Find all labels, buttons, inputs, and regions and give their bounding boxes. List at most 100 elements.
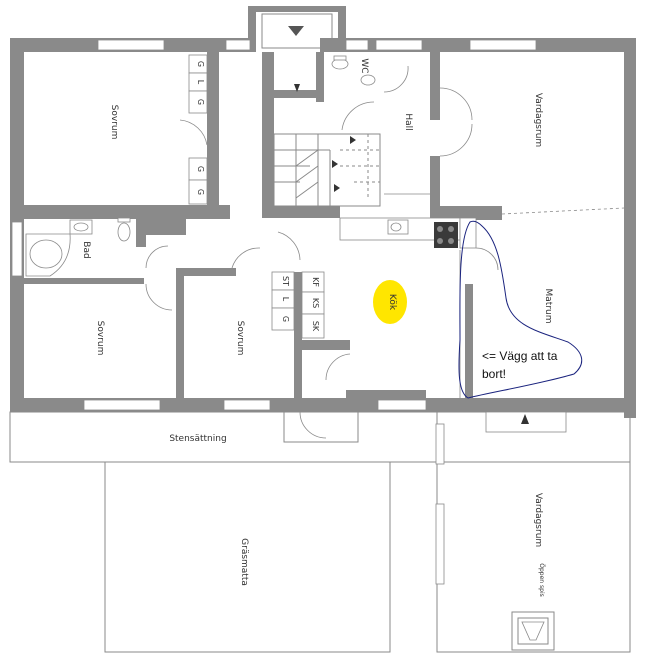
wall-hall-kitchen <box>430 206 502 220</box>
room-label-vardagsrum-1: Vardagsrum <box>533 93 543 147</box>
outer-wall-bottom <box>10 398 636 412</box>
entrance-arrow-inner <box>294 84 300 92</box>
wall-stair-left <box>262 52 274 217</box>
outer-wall-right <box>624 38 636 418</box>
wall-stair-bottom <box>262 206 340 218</box>
porch-wall-top <box>248 6 346 12</box>
entry-box <box>283 411 359 443</box>
door-bath <box>145 245 169 269</box>
fireplace <box>511 611 555 651</box>
wall-bath-step <box>146 219 186 235</box>
bathtub-basin <box>29 239 63 269</box>
window <box>377 399 427 411</box>
staircase <box>273 133 381 207</box>
wall-bedroom3-top <box>176 268 236 276</box>
room-label-stensattning: Stensättning <box>169 434 226 444</box>
window <box>223 399 271 411</box>
sink-icon <box>360 74 376 86</box>
wall-bedroom1-bottom <box>24 205 230 219</box>
room-label-oppen-spis: Öppen spis <box>538 563 545 596</box>
annotation-line-1: <= Vägg att ta <box>482 349 558 363</box>
bath-sink-basin <box>73 222 89 232</box>
stove-burner <box>437 226 443 232</box>
door-bedroom2 <box>145 283 173 311</box>
room-label-vardagsrum-2: Vardagsrum <box>533 493 543 547</box>
window <box>225 39 251 51</box>
wall-kitchen-bottom <box>294 340 350 350</box>
wall-bedroom1-right <box>207 52 219 217</box>
closet-label: G <box>281 316 290 322</box>
wall-bath-right <box>136 219 146 247</box>
closet-label: ST <box>281 276 290 286</box>
toilet-icon <box>331 58 349 70</box>
window <box>83 399 161 411</box>
closet-label: G <box>196 61 205 67</box>
wall-hall-left-lower <box>430 156 440 222</box>
room-label-wc: WC <box>359 58 369 73</box>
room-label-bad: Bad <box>81 241 91 258</box>
lawn-outline <box>104 461 391 653</box>
room-label-sovrum-2: Sovrum <box>95 321 105 356</box>
stove-icon <box>434 222 458 248</box>
toilet-tank <box>333 55 347 61</box>
porch-inner <box>261 13 333 49</box>
wall-wc-bottom <box>274 90 324 98</box>
door-terrace <box>299 411 327 439</box>
window <box>435 503 445 585</box>
room-label-grasmatta: Gräsmatta <box>239 538 249 586</box>
stove-burner <box>448 226 454 232</box>
entrance-arrow <box>288 26 304 36</box>
door-bedroom3 <box>231 247 261 269</box>
closet-label: G <box>196 189 205 195</box>
annotation-line-2: bort! <box>482 367 506 381</box>
wall-kitchen-dining <box>465 284 473 398</box>
closets-bedroom3: ST L G <box>271 271 295 331</box>
wall-removal-outline <box>458 220 583 399</box>
window <box>469 39 537 51</box>
door-wc <box>383 65 409 93</box>
door-hall <box>341 101 375 131</box>
closet-label: L <box>196 80 205 85</box>
door-hall-double <box>439 87 473 157</box>
door-kitchen-hall <box>325 353 351 381</box>
window <box>375 39 423 51</box>
kitchen-counter-side <box>459 217 477 249</box>
bath-toilet <box>117 222 131 242</box>
window <box>345 39 369 51</box>
stove-burner <box>448 238 454 244</box>
dining-arrow <box>521 414 529 424</box>
closet-label: G <box>196 99 205 105</box>
room-label-kok: Kök <box>387 294 397 311</box>
cabinet-label: KF <box>311 277 320 287</box>
room-label-hall: Hall <box>403 113 413 130</box>
window <box>435 423 445 465</box>
cabinet-label: SK <box>311 321 320 332</box>
wall-bedroom3-right <box>294 272 302 398</box>
kitchen-sink-basin <box>390 222 402 232</box>
closet-label: L <box>281 297 290 302</box>
wall-bedroom3-left <box>176 268 184 398</box>
porch-wall-left <box>248 6 256 52</box>
wall-hall-left <box>430 52 440 120</box>
wall-wc-left <box>316 52 324 102</box>
room-label-matrum: Matrum <box>543 289 553 324</box>
window <box>11 221 23 277</box>
door-bedroom1 <box>179 119 208 146</box>
closet-label: G <box>196 166 205 172</box>
door-dining <box>475 247 499 271</box>
stove-burner <box>437 238 443 244</box>
wall-kitchen-bottom-right <box>346 390 426 400</box>
room-label-sovrum-1: Sovrum <box>109 105 119 140</box>
wall-bath-bottom <box>24 278 144 284</box>
room-label-sovrum-3: Sovrum <box>235 321 245 356</box>
window <box>97 39 165 51</box>
closets-bedroom1: G L G G G <box>188 54 208 205</box>
dashed-boundary <box>501 207 625 215</box>
porch-wall-right <box>338 6 346 52</box>
kitchen-highlight <box>373 280 407 324</box>
kitchen-cabinets: KF KS SK <box>301 271 325 339</box>
cabinet-label: KS <box>311 298 320 308</box>
door-kitchen <box>277 231 301 261</box>
bath-toilet-tank <box>117 217 131 223</box>
